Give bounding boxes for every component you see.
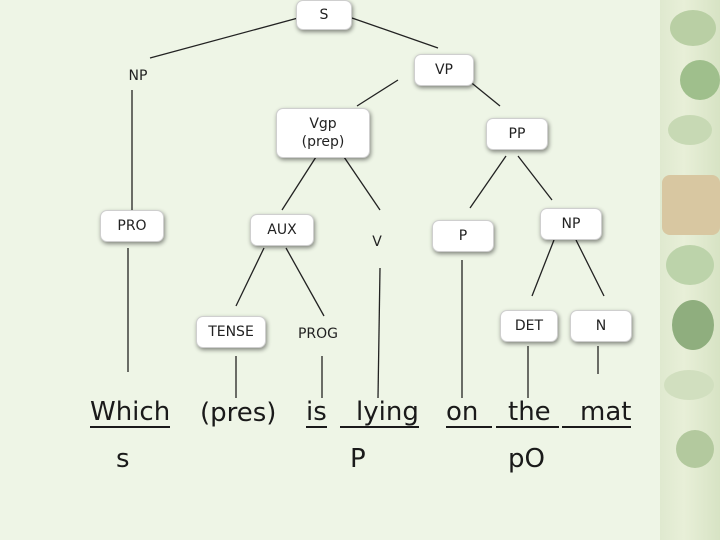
edge-pp-p xyxy=(470,156,506,208)
edge-vgp-v xyxy=(344,157,380,210)
word-which-suffix: s xyxy=(116,444,130,474)
edge-aux-tense xyxy=(236,248,264,306)
word-lying: lying xyxy=(340,398,419,428)
node-aux: AUX xyxy=(250,214,314,246)
node-pp: PP xyxy=(486,118,548,150)
node-vp: VP xyxy=(414,54,474,86)
edge-vgp-aux xyxy=(282,157,316,210)
word-which: Which xyxy=(90,398,170,428)
node-tense: TENSE xyxy=(196,316,266,348)
node-np-top: NP xyxy=(106,60,170,92)
edge-np-n xyxy=(576,240,604,296)
node-p: P xyxy=(432,220,494,252)
edge-pp-np xyxy=(518,156,552,200)
node-det: DET xyxy=(500,310,558,342)
word-mat: mat xyxy=(562,398,631,428)
node-vgp: Vgp (prep) xyxy=(276,108,370,158)
edge-np-det xyxy=(532,240,554,296)
node-v: V xyxy=(356,226,398,258)
node-n: N xyxy=(570,310,632,342)
node-vgp-label: Vgp xyxy=(309,115,336,133)
edge-s-np xyxy=(150,18,298,58)
edge-v-lying xyxy=(378,268,380,398)
word-the-suffix: pO xyxy=(508,444,545,474)
word-lying-suffix: P xyxy=(350,444,366,474)
word-pres: (pres) xyxy=(200,398,276,428)
edge-aux-prog xyxy=(286,248,324,316)
word-is: is xyxy=(306,398,327,428)
word-the: the xyxy=(496,398,559,428)
node-prog: PROG xyxy=(286,318,350,350)
node-vgp-sublabel: (prep) xyxy=(302,133,345,151)
node-np-inner: NP xyxy=(540,208,602,240)
word-on: on xyxy=(446,398,492,428)
edge-vp-vgp xyxy=(357,80,398,106)
node-s: S xyxy=(296,0,352,30)
edge-vp-pp xyxy=(468,80,500,106)
node-pro: PRO xyxy=(100,210,164,242)
edge-s-vp xyxy=(352,18,438,48)
